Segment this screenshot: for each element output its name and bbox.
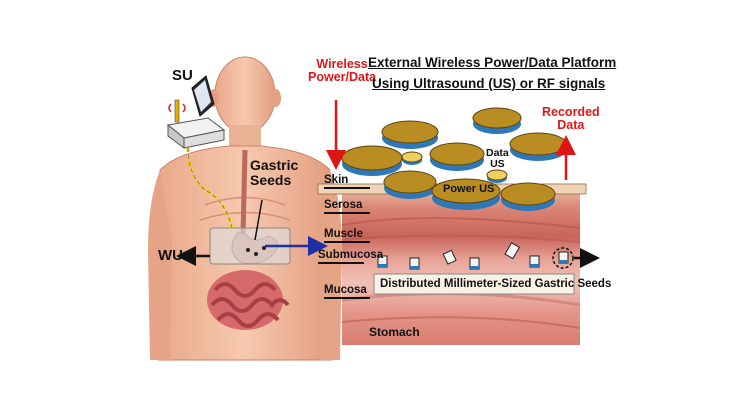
power-us-label: Power US (443, 183, 495, 195)
seeds-caption-box (373, 273, 575, 295)
gastric-seed (504, 242, 521, 260)
transducer-disc-small (401, 151, 423, 165)
layer-label-submucosa: Submucosa (318, 249, 383, 264)
gastric-seed (529, 255, 540, 268)
transducer-disc (472, 107, 522, 134)
transducer-disc (429, 142, 485, 171)
data-us-label: Data US (486, 147, 509, 171)
layer-label-muscle: Muscle (324, 228, 370, 243)
transducer-disc-small (486, 169, 508, 183)
gastric-seeds-label: Gastric Seeds (250, 157, 299, 188)
gastric-seed-highlighted (558, 251, 569, 264)
stomach-label: Stomach (369, 325, 420, 339)
gastric-seed (469, 257, 480, 270)
power-us-transducer (431, 178, 501, 210)
figure-title-line1: External Wireless Power/Data Platform (368, 55, 617, 70)
gastric-seeds-pointer (254, 199, 263, 241)
transducer-disc (383, 170, 437, 199)
su-label: SU (172, 67, 193, 84)
layer-label-mucosa: Mucosa (324, 284, 370, 299)
seeds-caption: Distributed Millimeter-Sized Gastric See… (380, 278, 612, 290)
transducer-disc (381, 120, 439, 149)
gastric-seed (409, 257, 420, 270)
layer-label-skin: Skin (324, 174, 370, 189)
gastric-seed (442, 249, 457, 265)
wireless-power-data-label: Wireless Power/Data (308, 57, 377, 85)
layer-label-serosa: Serosa (324, 199, 370, 214)
human-torso-figure (148, 56, 342, 361)
su-base-station-icon (166, 75, 226, 149)
transducer-disc (341, 145, 403, 176)
transducer-disc (500, 182, 556, 211)
seed-highlight-circle (552, 247, 574, 269)
figure-title-line2: Using Ultrasound (US) or RF signals (372, 76, 606, 91)
wu-label: WU (158, 247, 183, 264)
ultrasound-transducer-array (341, 107, 567, 211)
recorded-data-label: Recorded Data (542, 105, 600, 133)
transducer-disc (509, 132, 567, 161)
intestines-illustration (207, 270, 290, 330)
